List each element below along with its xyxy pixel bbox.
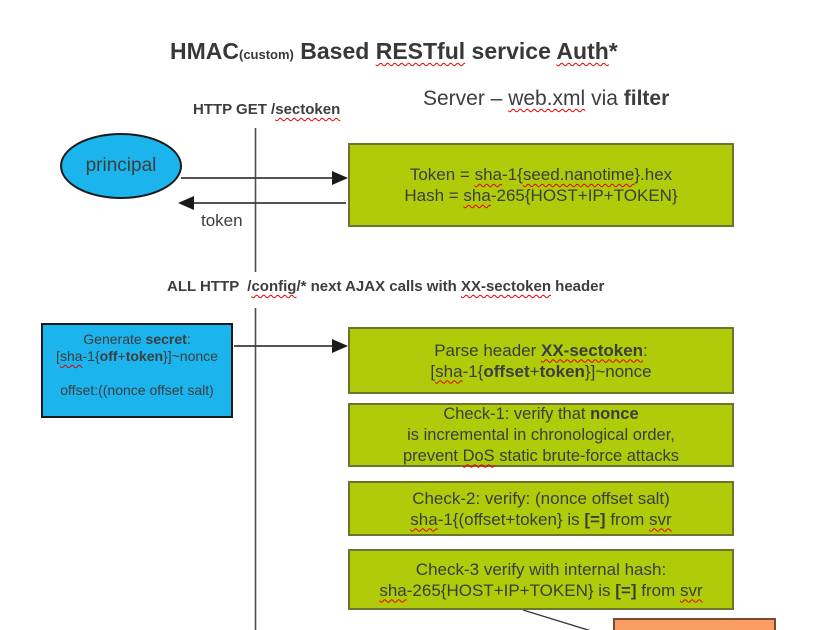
all-http-label: ALL HTTP /config/* next AJAX calls with … — [167, 278, 605, 295]
callout-connector-line — [522, 609, 591, 630]
token-label: token — [201, 211, 243, 230]
http-get-label: HTTP GET /sectoken — [193, 101, 341, 118]
parse-header-box: Parse header XX-sectoken:[sha-1{offset+t… — [348, 327, 734, 394]
principal-node: principal — [60, 133, 182, 199]
principal-label: principal — [85, 155, 157, 176]
generate-secret-box: Generate secret:[sha-1{off+token}]~nonce… — [41, 323, 233, 418]
orange-callout-box — [613, 618, 776, 630]
secret-arrowhead-icon — [332, 339, 348, 353]
check3-box: Check-3 verify with internal hash:sha-26… — [348, 549, 734, 610]
check2-box: Check-2: verify: (nonce offset salt)sha-… — [348, 481, 734, 536]
page-title: HMAC(custom) Based RESTful service Auth* — [170, 38, 618, 64]
response-arrowhead-icon — [178, 196, 194, 210]
server-label: Server – web.xml via filter — [423, 87, 670, 110]
request-arrowhead-icon — [332, 171, 348, 185]
